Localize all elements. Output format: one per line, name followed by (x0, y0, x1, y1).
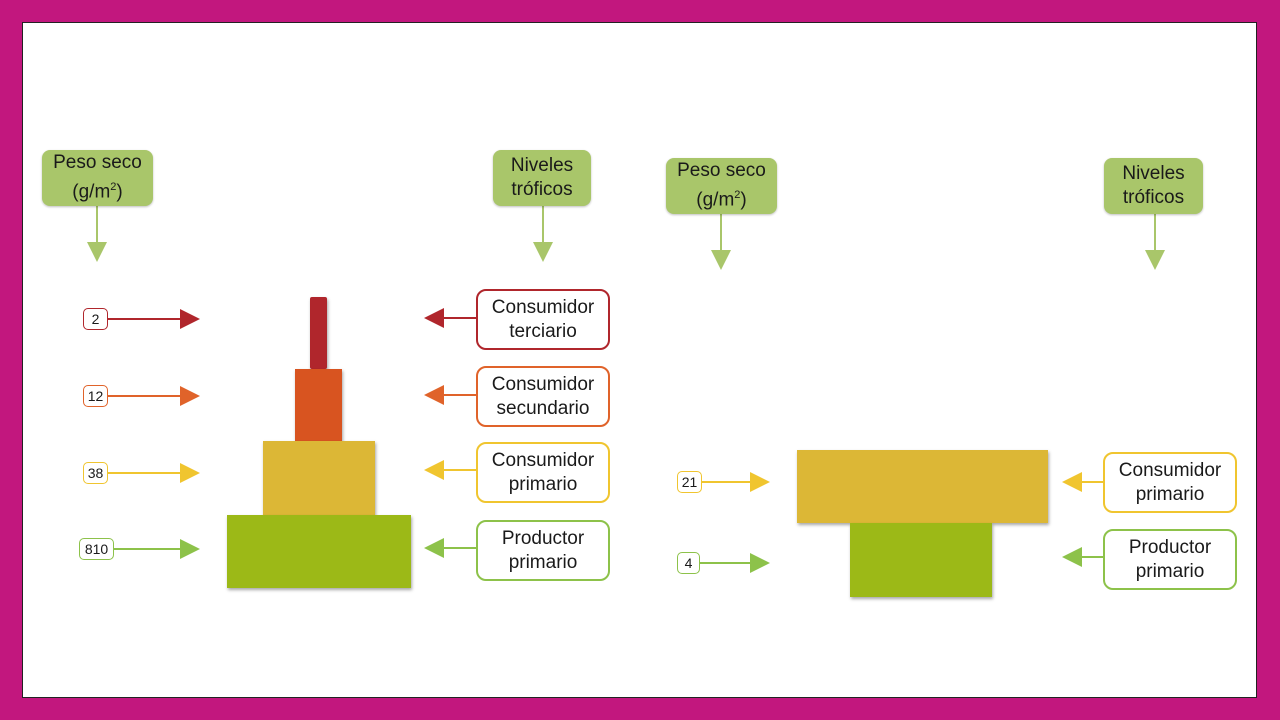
header-weight-right-line1: Peso seco (677, 160, 766, 182)
value-tertiary: 2 (83, 308, 108, 330)
header-levels-line2: tróficos (511, 179, 573, 200)
level-tertiary-line2: terciario (509, 320, 577, 342)
bar-tertiary (310, 297, 327, 369)
level-primary-right-line1: Consumidor (1118, 459, 1222, 481)
header-weight-right: Peso seco (g/m2) (666, 158, 777, 214)
level-producer-line1: Productor (501, 527, 585, 549)
bar-secondary (295, 369, 342, 441)
level-producer-right-line2: primario (1135, 560, 1205, 582)
header-weight-right-line2: (g/m2) (666, 183, 777, 212)
header-weight-close: ) (116, 181, 123, 203)
level-primary-line1: Consumidor (491, 449, 595, 471)
header-levels-right-line2: tróficos (1122, 187, 1185, 208)
header-levels-right: Niveles tróficos (1104, 158, 1203, 214)
header-weight-left: Peso seco (g/m2) (42, 150, 153, 206)
header-weight-line2: (g/m2) (42, 175, 153, 204)
header-levels-line1: Niveles (510, 155, 574, 176)
level-producer-right-line1: Productor (1128, 536, 1212, 558)
level-secondary-line2: secundario (496, 397, 590, 419)
level-primary-right: Consumidor primario (1103, 452, 1237, 513)
level-secondary: Consumidor secundario (476, 366, 610, 427)
header-weight-right-sup: 2 (734, 189, 741, 202)
level-primary-right-line2: primario (1135, 483, 1205, 505)
value-primary: 38 (83, 462, 108, 484)
level-producer-line2: primario (508, 551, 578, 573)
level-producer: Productor primario (476, 520, 610, 581)
header-weight-right-close: ) (740, 189, 747, 211)
bar-primary (263, 441, 375, 515)
level-producer-right: Productor primario (1103, 529, 1237, 590)
level-secondary-line1: Consumidor (491, 373, 595, 395)
level-primary: Consumidor primario (476, 442, 610, 503)
header-weight-sup: 2 (110, 181, 117, 194)
bar-primary-right (797, 450, 1048, 523)
value-primary-right: 21 (677, 471, 702, 493)
level-tertiary: Consumidor terciario (476, 289, 610, 350)
header-weight-unit: (g/m (72, 181, 111, 203)
header-levels-left: Niveles tróficos (493, 150, 591, 206)
level-primary-line2: primario (508, 473, 578, 495)
header-weight-line1: Peso seco (53, 152, 142, 174)
header-weight-right-unit: (g/m (696, 189, 735, 211)
bar-producer (227, 515, 411, 588)
header-levels-right-line1: Niveles (1122, 163, 1185, 184)
value-producer-right: 4 (677, 552, 700, 574)
value-producer: 810 (79, 538, 114, 560)
value-secondary: 12 (83, 385, 108, 407)
bar-producer-right (850, 523, 992, 597)
level-tertiary-line1: Consumidor (491, 296, 595, 318)
